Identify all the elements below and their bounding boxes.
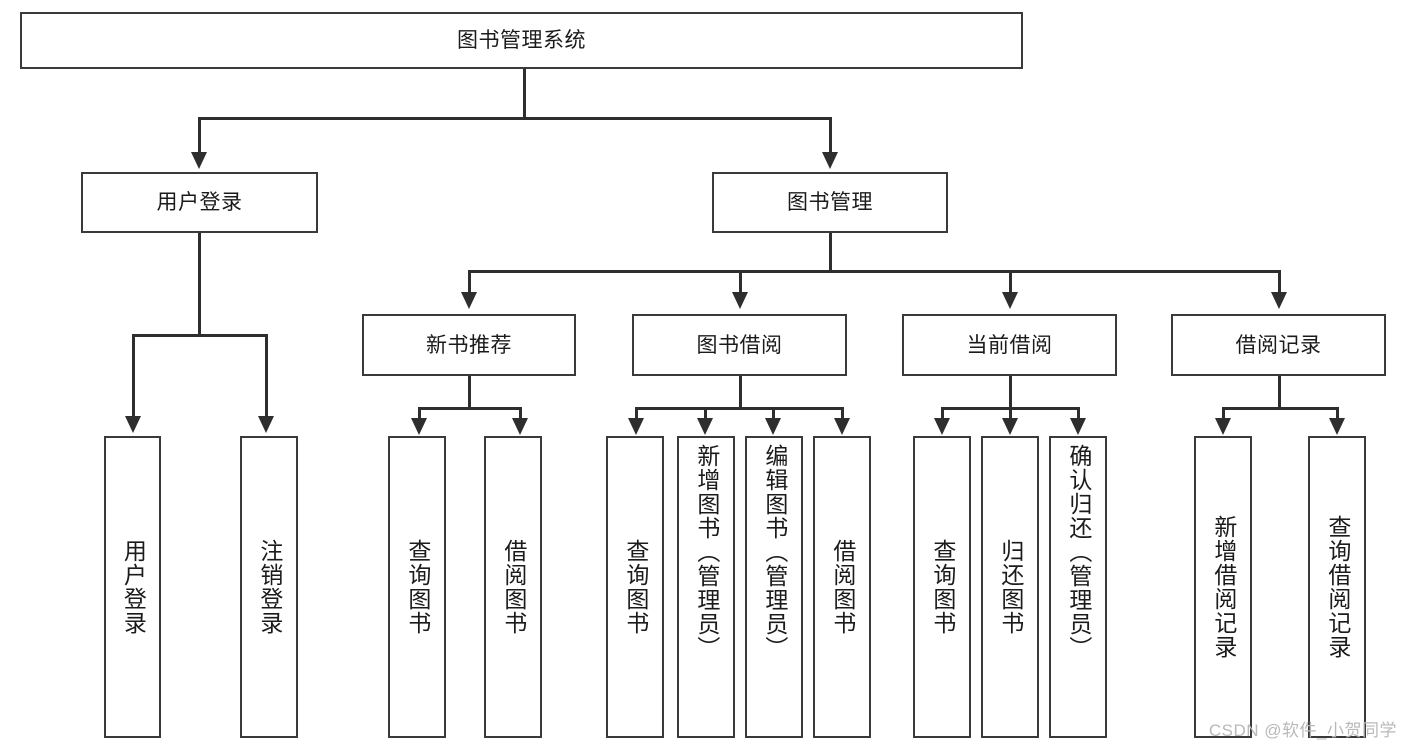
node-label: 查询图书 — [929, 539, 956, 635]
node-label: 借阅记录 — [1235, 333, 1322, 357]
leaf-current-borrow-return-book[interactable]: 归还图书 — [981, 436, 1039, 738]
connector-current-borrow-leaf-2 — [1009, 407, 1012, 421]
connector-book-borrow-leaf-3 — [772, 407, 775, 421]
connector-new-book-stem — [468, 375, 471, 409]
connector-new-book-leaf-2 — [519, 407, 522, 421]
arrowhead-book-borrow-leaf-4 — [834, 418, 850, 435]
node-label: 图书管理系统 — [457, 29, 586, 52]
connector-user-login-stem — [198, 232, 201, 336]
node-label: 借阅图书 — [500, 539, 527, 635]
connector-book-mgmt-to-borrow — [739, 270, 742, 295]
node-label: 注销登录 — [256, 539, 283, 635]
connector-root-stem — [523, 68, 526, 119]
arrowhead-book-borrow-leaf-1 — [628, 418, 644, 435]
connector-root-bus — [198, 117, 831, 120]
node-borrow-record[interactable]: 借阅记录 — [1171, 314, 1386, 376]
connector-book-mgmt-to-current — [1009, 270, 1012, 295]
node-label: 当前借阅 — [966, 333, 1053, 357]
arrowhead-book-borrow-leaf-2 — [697, 418, 713, 435]
node-label: 编辑图书（管理员） — [761, 444, 788, 660]
connector-book-mgmt-bus — [468, 270, 1280, 273]
leaf-book-borrow-query-book[interactable]: 查询图书 — [606, 436, 664, 738]
leaf-user-login-login[interactable]: 用户登录 — [104, 436, 161, 738]
arrowhead-current-borrow — [1002, 292, 1018, 309]
leaf-new-book-query-book[interactable]: 查询图书 — [388, 436, 446, 738]
node-book-management[interactable]: 图书管理 — [712, 172, 948, 233]
connector-user-login-leaf-1 — [132, 334, 135, 419]
arrowhead-current-borrow-leaf-1 — [934, 418, 950, 435]
connector-root-to-user-login — [198, 117, 201, 155]
node-label: 新书推荐 — [426, 333, 512, 357]
node-label: 图书管理 — [787, 191, 873, 214]
node-current-borrow[interactable]: 当前借阅 — [902, 314, 1117, 376]
connector-book-mgmt-to-record — [1278, 270, 1281, 295]
arrowhead-book-borrow — [732, 292, 748, 309]
leaf-current-borrow-query-book[interactable]: 查询图书 — [913, 436, 971, 738]
arrowhead-borrow-record-leaf-2 — [1329, 418, 1345, 435]
node-label: 查询借阅记录 — [1324, 515, 1351, 659]
arrowhead-borrow-record — [1271, 292, 1287, 309]
arrowhead-current-borrow-leaf-3 — [1070, 418, 1086, 435]
arrowhead-user-login — [191, 152, 207, 169]
connector-user-login-bus — [132, 334, 266, 337]
arrowhead-book-borrow-leaf-3 — [765, 418, 781, 435]
connector-borrow-record-leaf-1 — [1222, 407, 1225, 421]
leaf-book-borrow-edit-book-admin[interactable]: 编辑图书（管理员） — [745, 436, 803, 738]
arrowhead-current-borrow-leaf-2 — [1002, 418, 1018, 435]
leaf-book-borrow-add-book-admin[interactable]: 新增图书（管理员） — [677, 436, 735, 738]
connector-book-borrow-bus — [635, 407, 843, 410]
node-user-login[interactable]: 用户登录 — [81, 172, 318, 233]
node-label: 查询图书 — [622, 539, 649, 635]
leaf-user-login-logout[interactable]: 注销登录 — [240, 436, 298, 738]
node-label: 查询图书 — [404, 539, 431, 635]
leaf-borrow-record-query-record[interactable]: 查询借阅记录 — [1308, 436, 1366, 738]
node-label: 新增借阅记录 — [1210, 515, 1237, 659]
arrowhead-new-book-recommend — [461, 292, 477, 309]
connector-borrow-record-leaf-2 — [1336, 407, 1339, 421]
arrowhead-user-login-leaf-1 — [125, 416, 141, 433]
watermark-text: CSDN @软件_小贺同学 — [1208, 721, 1397, 740]
node-label: 归还图书 — [997, 539, 1024, 635]
connector-current-borrow-leaf-1 — [941, 407, 944, 421]
node-label: 借阅图书 — [829, 539, 856, 635]
connector-borrow-record-bus — [1222, 407, 1338, 410]
connector-root-to-book-mgmt — [829, 117, 832, 155]
node-label: 用户登录 — [120, 539, 147, 635]
node-root-book-management-system[interactable]: 图书管理系统 — [20, 12, 1023, 69]
leaf-borrow-record-add-record[interactable]: 新增借阅记录 — [1194, 436, 1252, 738]
node-label: 新增图书（管理员） — [693, 444, 720, 660]
connector-book-mgmt-to-new-book — [468, 270, 471, 295]
connector-borrow-record-stem — [1278, 375, 1281, 409]
node-label: 确认归还（管理员） — [1065, 444, 1092, 660]
connector-book-mgmt-stem — [829, 232, 832, 272]
arrowhead-new-book-leaf-1 — [411, 418, 427, 435]
arrowhead-new-book-leaf-2 — [512, 418, 528, 435]
connector-user-login-leaf-2 — [265, 334, 268, 419]
connector-new-book-leaf-1 — [418, 407, 421, 421]
connector-book-borrow-stem — [739, 375, 742, 409]
connector-book-borrow-leaf-1 — [635, 407, 638, 421]
arrowhead-user-login-leaf-2 — [258, 416, 274, 433]
leaf-new-book-borrow-book[interactable]: 借阅图书 — [484, 436, 542, 738]
node-label: 用户登录 — [156, 191, 243, 214]
connector-new-book-bus — [418, 407, 520, 410]
leaf-current-borrow-confirm-return-admin[interactable]: 确认归还（管理员） — [1049, 436, 1107, 738]
arrowhead-book-mgmt — [822, 152, 838, 169]
leaf-book-borrow-borrow-book[interactable]: 借阅图书 — [813, 436, 871, 738]
node-book-borrow[interactable]: 图书借阅 — [632, 314, 847, 376]
connector-current-borrow-leaf-3 — [1077, 407, 1080, 421]
connector-book-borrow-leaf-2 — [704, 407, 707, 421]
connector-current-borrow-stem — [1009, 375, 1012, 409]
node-label: 图书借阅 — [696, 333, 783, 357]
node-new-book-recommend[interactable]: 新书推荐 — [362, 314, 576, 376]
arrowhead-borrow-record-leaf-1 — [1215, 418, 1231, 435]
connector-book-borrow-leaf-4 — [841, 407, 844, 421]
